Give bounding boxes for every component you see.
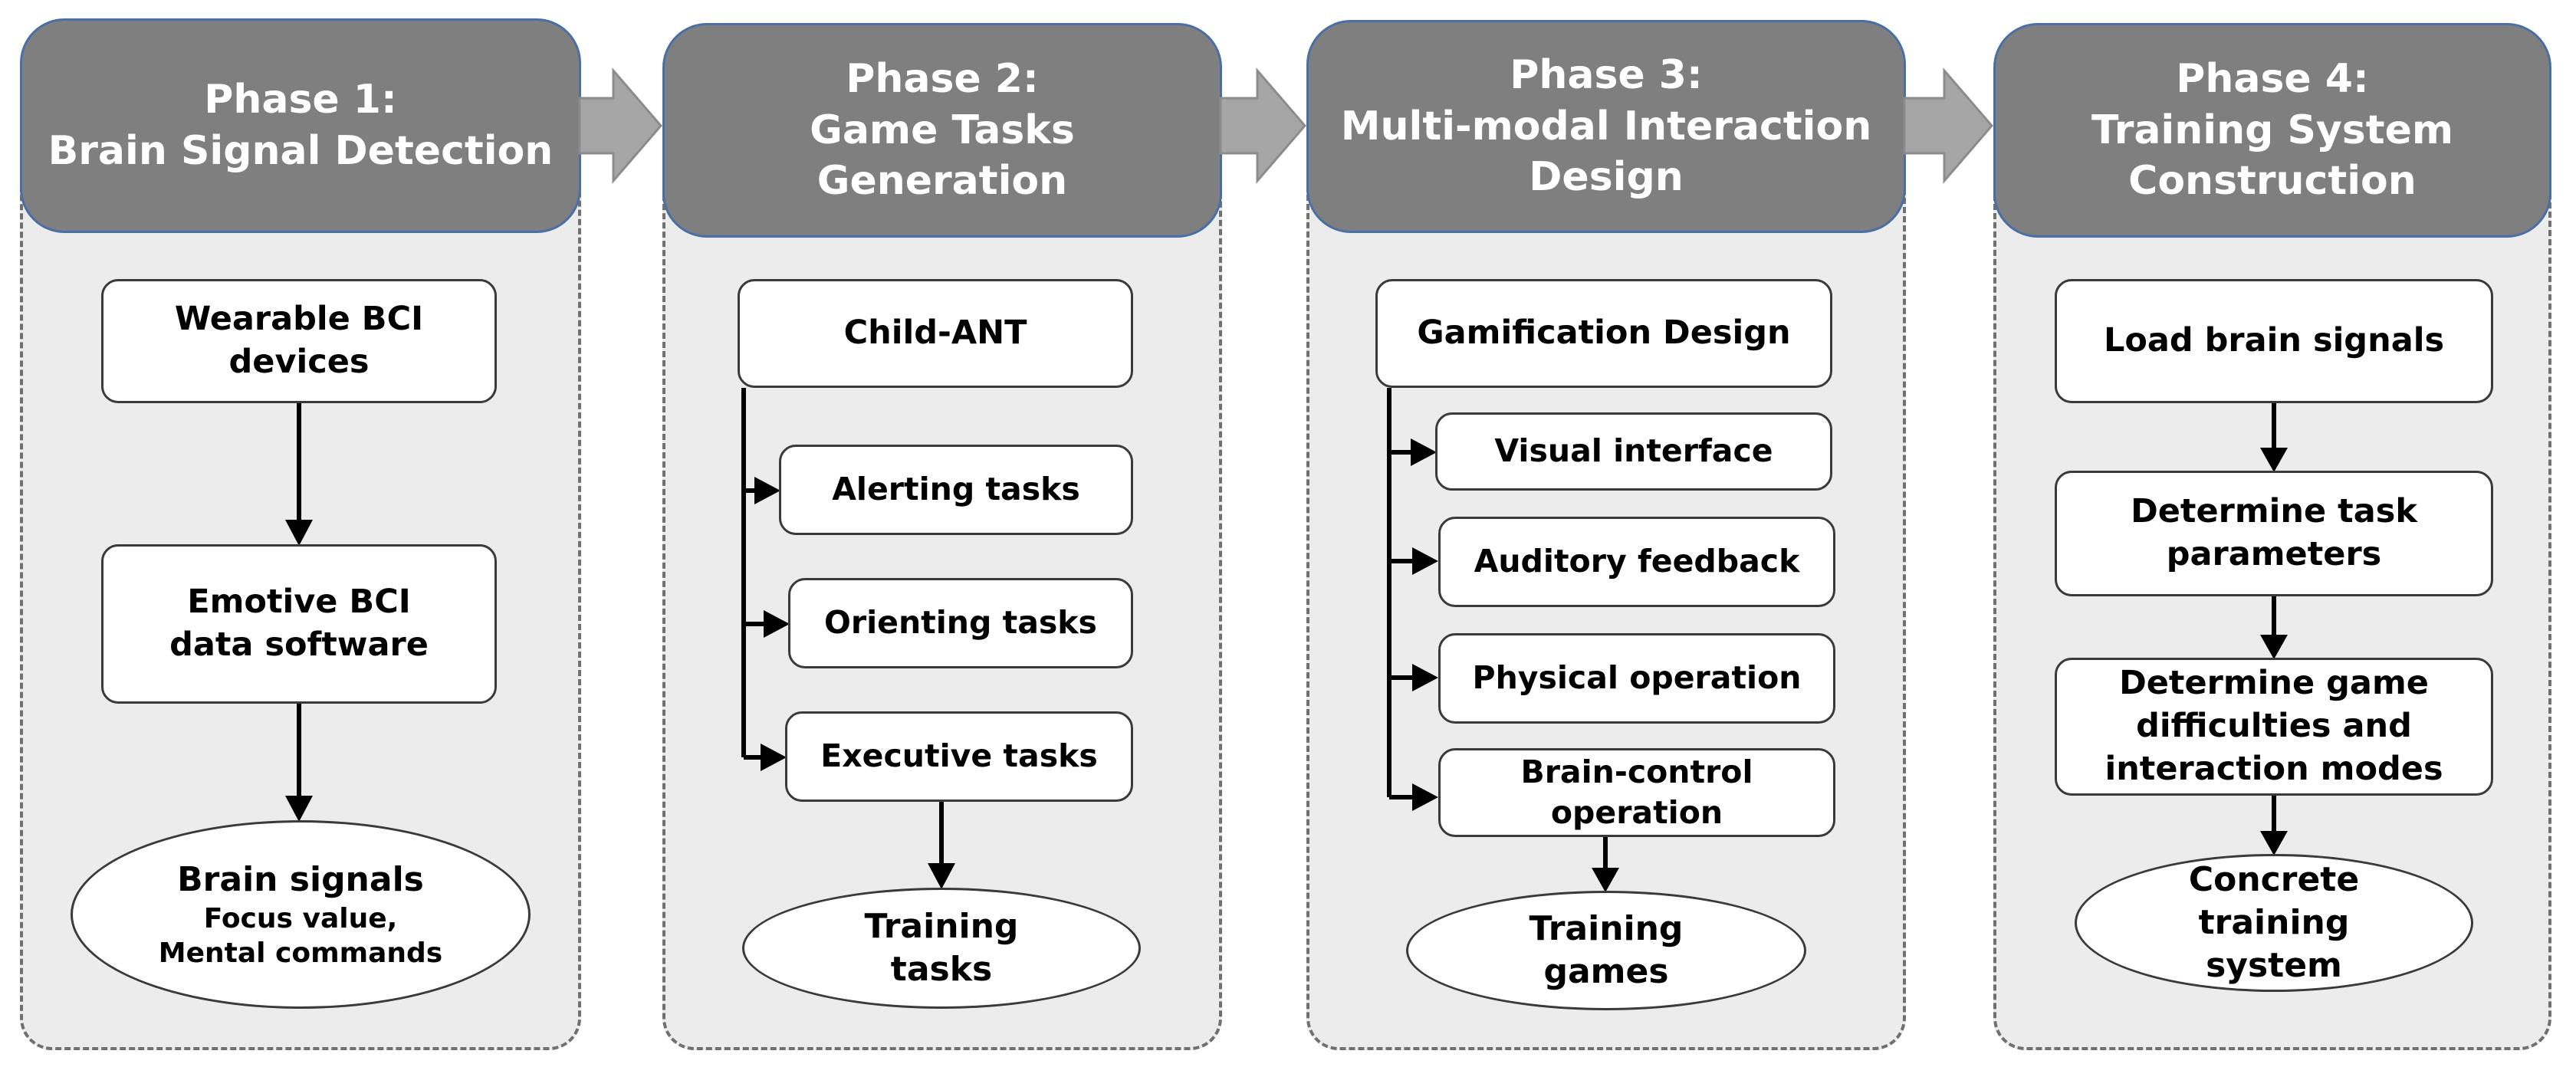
step-wearable-bci-devices: Wearable BCI devices (101, 279, 497, 403)
output-concrete-training-system: Concrete training system (2075, 854, 2473, 992)
phase-4-header: Phase 4: Training System Construction (1993, 23, 2551, 238)
branch-executive-tasks: Executive tasks (785, 711, 1133, 802)
root-gamification-design: Gamification Design (1375, 279, 1832, 388)
phase-arrow-3-4 (1903, 67, 1993, 185)
phase-1-arrows (285, 402, 313, 822)
output-training-tasks: Training tasks (742, 888, 1141, 1009)
phase-3-tree (1387, 388, 1619, 892)
output-brain-signals-title: Brain signals (177, 859, 424, 899)
branch-physical-operation: Physical operation (1438, 633, 1835, 724)
branch-auditory-feedback: Auditory feedback (1438, 517, 1835, 607)
phase-arrow-2-3 (1219, 67, 1306, 185)
phase-1-header: Phase 1: Brain Signal Detection (20, 18, 581, 233)
output-brain-signals-detail: Focus value, Mental commands (158, 903, 443, 970)
phase-2-header: Phase 2: Game Tasks Generation (662, 23, 1222, 238)
output-brain-signals: Brain signals Focus value, Mental comman… (71, 820, 531, 1009)
step-determine-game-difficulties: Determine game difficulties and interact… (2055, 658, 2493, 796)
step-emotive-bci-software: Emotive BCI data software (101, 544, 497, 704)
phase-arrow-1-2 (578, 67, 662, 185)
phase-3-header: Phase 3: Multi-modal Interaction Design (1306, 20, 1906, 233)
output-training-games: Training games (1406, 891, 1806, 1010)
step-load-brain-signals: Load brain signals (2055, 279, 2493, 403)
phase-4-arrows (2260, 403, 2288, 855)
phase-2-tree (741, 388, 955, 889)
step-determine-task-parameters: Determine task parameters (2055, 471, 2493, 596)
root-child-ant: Child-ANT (738, 279, 1133, 388)
branch-brain-control-operation: Brain-control operation (1438, 748, 1835, 837)
branch-orienting-tasks: Orienting tasks (788, 578, 1133, 668)
branch-visual-interface: Visual interface (1435, 412, 1832, 491)
branch-alerting-tasks: Alerting tasks (779, 445, 1133, 535)
